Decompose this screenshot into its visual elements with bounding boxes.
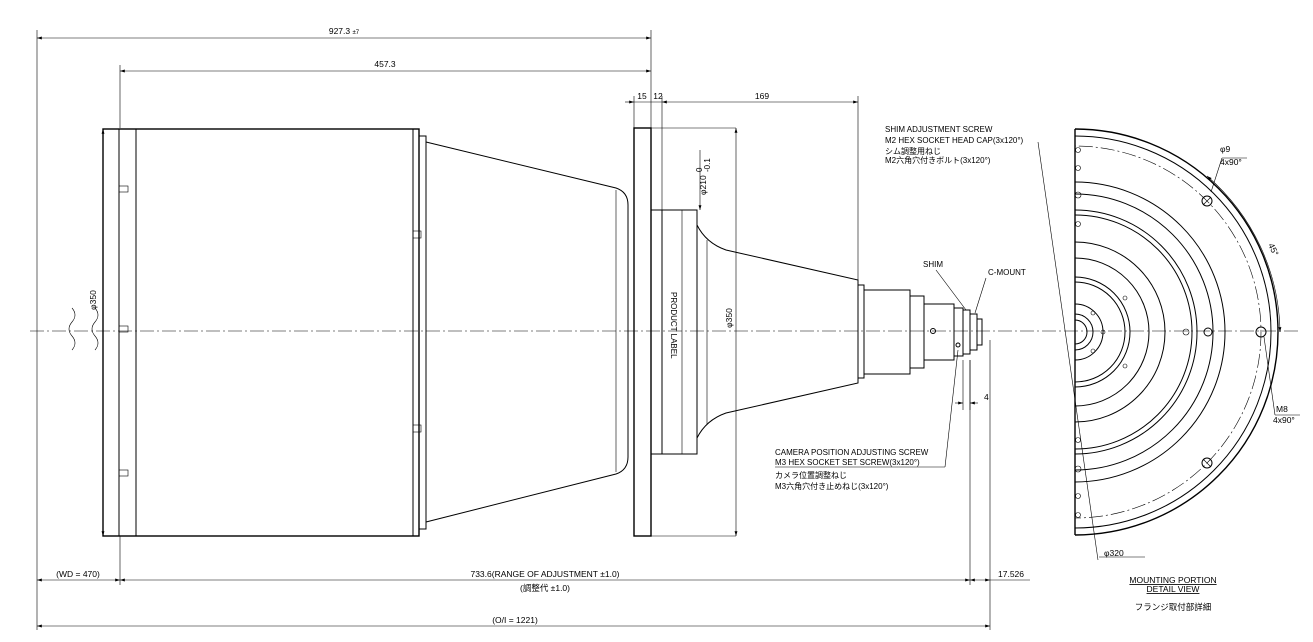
bolt-circle	[1075, 145, 1262, 519]
detail-angle: 45°	[1266, 241, 1281, 257]
svg-text:カメラ位置調整ねじ: カメラ位置調整ねじ	[775, 470, 847, 480]
top-dimensions: 927.3 ±7 457.3 15 12 169	[36, 26, 859, 630]
detail-tap-pattern: 4x90°	[1273, 415, 1295, 425]
front-barrel	[102, 128, 420, 537]
dim-flange-gap: 12	[653, 91, 663, 101]
dim-rear-length: 169	[755, 91, 769, 101]
diameter-dimensions: φ350 φ350 φ210 0 -0.1 PRODUCT LABEL	[88, 127, 738, 537]
svg-text:DETAIL VIEW: DETAIL VIEW	[1147, 584, 1200, 594]
svg-text:M3六角穴付き止めねじ(3x120°): M3六角穴付き止めねじ(3x120°)	[775, 481, 889, 491]
break-mark	[68, 307, 76, 351]
dim-mount-diameter: φ210	[698, 175, 708, 195]
dim-flange-thickness: 15	[637, 91, 647, 101]
dim-working-distance: (WD = 470)	[56, 569, 100, 579]
detail-title-jp: フランジ取付部詳細	[1135, 602, 1212, 612]
dim-adjust-range: 733.6(RANGE OF ADJUSTMENT ±1.0)	[470, 569, 619, 579]
detail-hole-dia: φ9	[1220, 144, 1231, 154]
svg-text:シム調整用ねじ: シム調整用ねじ	[885, 146, 941, 156]
detail-title: MOUNTING PORTION	[1129, 575, 1216, 585]
dim-object-image: (O/I = 1221)	[492, 615, 538, 625]
camera-screw-note: CAMERA POSITION ADJUSTING SCREW	[775, 448, 929, 457]
dim-adjust-range-jp: (調整代 ±1.0)	[520, 583, 570, 593]
shim-label: SHIM	[923, 260, 943, 269]
callouts: SHIM C-MOUNT SHIM ADJUSTMENT SCREW M2 HE…	[775, 125, 1099, 561]
product-label-text: PRODUCT LABEL	[669, 292, 678, 359]
svg-text:M2六角穴付きボルト(3x120°): M2六角穴付きボルト(3x120°)	[885, 155, 991, 165]
svg-text:-0.1: -0.1	[703, 158, 712, 172]
mounting-detail-view: 45° φ9 4x90° M8 4x90° φ320 MOUNTING PORT…	[1074, 128, 1300, 612]
svg-text:0: 0	[695, 167, 704, 172]
mounting-flange	[633, 127, 652, 537]
detail-hole-pattern: 4x90°	[1220, 157, 1242, 167]
dim-back-focus: 17.526	[998, 569, 1024, 579]
detail-tap-size: M8	[1276, 404, 1288, 414]
dim-body-length: 457.3	[374, 59, 396, 69]
dim-flange-diameter: φ350	[724, 308, 734, 328]
shim-screw-note: SHIM ADJUSTMENT SCREW	[885, 125, 993, 134]
dim-overall-length: 927.3 ±7	[329, 26, 360, 36]
detail-pcd: φ320	[1104, 548, 1124, 558]
c-mount-label: C-MOUNT	[988, 268, 1026, 277]
lens-side-view	[102, 127, 983, 537]
svg-text:M3 HEX SOCKET SET SCREW(3x120°: M3 HEX SOCKET SET SCREW(3x120°)	[775, 458, 920, 467]
dim-front-diameter: φ350	[88, 290, 98, 310]
svg-text:M2 HEX SOCKET HEAD CAP(3x120°): M2 HEX SOCKET HEAD CAP(3x120°)	[885, 136, 1024, 145]
bottom-dimensions: (WD = 470) 733.6(RANGE OF ADJUSTMENT ±1.…	[37, 340, 1030, 630]
dim-c-mount-offset: 4	[984, 392, 989, 402]
flange-outline	[1075, 128, 1279, 536]
